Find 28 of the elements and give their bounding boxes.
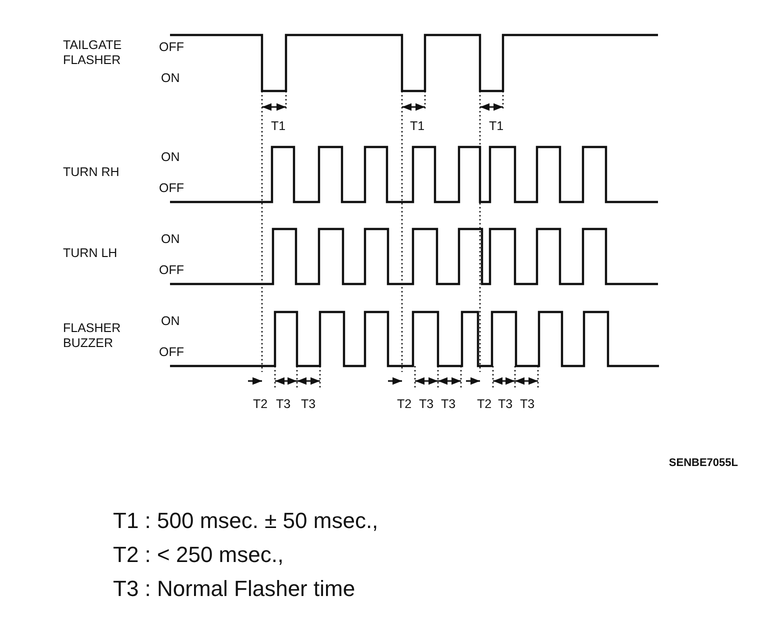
state-label: ON	[161, 314, 180, 329]
state-label: OFF	[159, 181, 184, 196]
state-label: ON	[161, 150, 180, 165]
time-label: T1	[410, 119, 425, 134]
time-label: T3	[441, 397, 456, 412]
time-label: T1	[489, 119, 504, 134]
time-label: T2	[253, 397, 268, 412]
state-label: OFF	[159, 263, 184, 278]
state-label: ON	[161, 232, 180, 247]
signal-name: TURN LH	[63, 246, 118, 261]
time-label: T2	[397, 397, 412, 412]
signal-name: TURN RH	[63, 165, 120, 180]
state-label: OFF	[159, 345, 184, 360]
time-label: T3	[276, 397, 291, 412]
time-label: T3	[520, 397, 535, 412]
time-label: T3	[498, 397, 513, 412]
time-label: T3	[301, 397, 316, 412]
time-label: T2	[477, 397, 492, 412]
note-text: T1 : 500 msec. ± 50 msec.,	[113, 508, 378, 534]
signal-name: FLASHER BUZZER	[63, 321, 122, 350]
signal-name: TAILGATE FLASHER	[63, 38, 123, 68]
note-text: T3 : Normal Flasher time	[113, 576, 356, 602]
state-label: OFF	[159, 40, 184, 55]
state-label: ON	[161, 71, 180, 86]
time-label: T1	[271, 119, 286, 134]
time-label: T3	[419, 397, 434, 412]
note-text: T2 : < 250 msec.,	[113, 542, 284, 568]
figure-code: SENBE7055L	[668, 457, 738, 470]
